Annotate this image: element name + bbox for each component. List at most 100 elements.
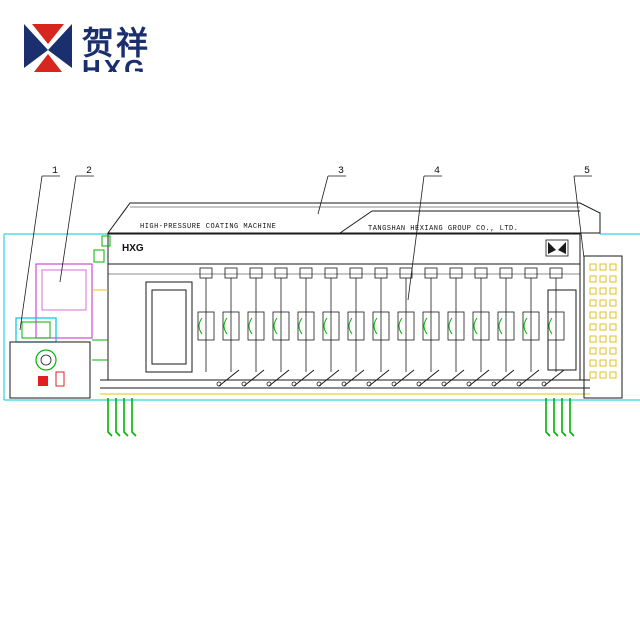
station-arm (418, 369, 440, 387)
coating-station (197, 267, 215, 372)
callout-number: 1 (52, 166, 58, 177)
corner-emblem (545, 239, 569, 257)
station-hose (373, 317, 378, 335)
panel-indicator (609, 263, 617, 271)
panel-indicator (609, 323, 617, 331)
frame-lines (3, 212, 640, 401)
coating-station (291, 267, 315, 387)
station-nozzle (547, 311, 565, 341)
brand-mark: HXG (122, 243, 144, 254)
station-nozzle (447, 311, 465, 341)
station-nozzle (497, 311, 515, 341)
panel-indicator (609, 371, 617, 379)
machine-body (107, 233, 581, 381)
callout-leader (573, 175, 585, 259)
coating-station (541, 267, 565, 387)
panel-indicator (599, 299, 607, 307)
pump-unit (9, 235, 111, 399)
station-head (374, 267, 388, 279)
coating-station (316, 267, 340, 387)
station-pivot (266, 381, 272, 387)
station-hose (523, 317, 528, 335)
callout-number: 4 (434, 166, 440, 177)
station-pivot (241, 381, 247, 387)
station-head (274, 267, 288, 279)
station-head (524, 267, 538, 279)
callout-leader (59, 175, 77, 283)
station-hose (273, 317, 278, 335)
station-hose (298, 317, 303, 335)
station-hose (248, 317, 253, 335)
coating-station (416, 267, 440, 387)
panel-indicator (589, 287, 597, 295)
station-arm (493, 369, 515, 387)
panel-indicator (599, 371, 607, 379)
panel-indicator (599, 287, 607, 295)
hydraulic-leg (131, 398, 137, 437)
station-arm (368, 369, 390, 387)
station-nozzle (522, 311, 540, 341)
station-pivot (541, 381, 547, 387)
coating-station (241, 267, 265, 387)
company-name: TANGSHAN HEXIANG GROUP CO., LTD. (368, 225, 518, 233)
company-logo: 贺祥 HXG (22, 20, 162, 72)
panel-indicator (609, 359, 617, 367)
station-arm (468, 369, 490, 387)
coating-stations (197, 267, 565, 387)
coating-station (366, 267, 390, 387)
station-hose (423, 317, 428, 335)
station-arm (318, 369, 340, 387)
station-pivot (466, 381, 472, 387)
coating-station (441, 267, 465, 387)
coating-station (216, 267, 240, 387)
hydraulic-leg (569, 398, 575, 437)
station-pivot (416, 381, 422, 387)
station-hose (323, 317, 328, 335)
panel-indicator (599, 347, 607, 355)
coating-station (516, 267, 540, 387)
panel-indicator (609, 275, 617, 283)
station-arm (293, 369, 315, 387)
hydraulic-leg (561, 398, 567, 437)
station-pivot (291, 381, 297, 387)
panel-indicator (609, 311, 617, 319)
callout-number: 3 (338, 166, 344, 177)
panel-indicator (599, 323, 607, 331)
callout-5: 5 (573, 166, 592, 259)
station-head (424, 267, 438, 279)
station-pivot (216, 381, 222, 387)
station-head (324, 267, 338, 279)
hydraulic-leg (115, 398, 121, 437)
station-nozzle (272, 311, 290, 341)
panel-indicator (589, 299, 597, 307)
station-arm (543, 369, 565, 387)
logo-emblem (24, 24, 72, 72)
callout-2: 2 (59, 166, 94, 283)
station-hose (223, 317, 228, 335)
panel-indicator (599, 311, 607, 319)
callout-1: 1 (19, 166, 60, 331)
station-arm (518, 369, 540, 387)
station-pivot (491, 381, 497, 387)
station-nozzle (197, 311, 215, 341)
logo-latin-name: HXG (82, 54, 148, 72)
callout-number: 5 (584, 166, 590, 177)
station-nozzle (422, 311, 440, 341)
station-nozzle (397, 311, 415, 341)
station-head (549, 267, 563, 279)
station-hose (398, 317, 403, 335)
station-nozzle (347, 311, 365, 341)
panel-indicator (609, 299, 617, 307)
station-arm (343, 369, 365, 387)
station-arm (243, 369, 265, 387)
station-arm (393, 369, 415, 387)
panel-indicator (589, 335, 597, 343)
callout-leader (407, 175, 425, 301)
station-hose (448, 317, 453, 335)
station-arm (218, 369, 240, 387)
station-hose (548, 317, 553, 335)
callout-number: 2 (86, 166, 92, 177)
station-nozzle (222, 311, 240, 341)
station-head (499, 267, 513, 279)
callout-leader (317, 175, 329, 215)
